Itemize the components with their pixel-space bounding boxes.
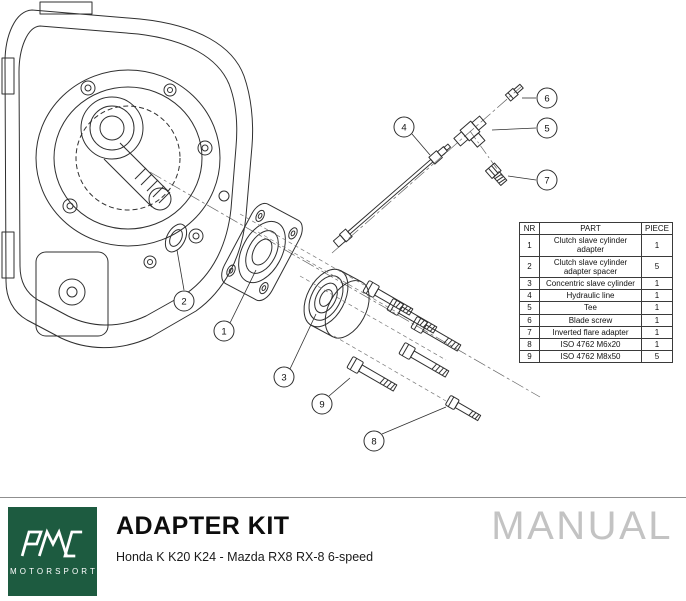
part-nr: 2: [519, 255, 540, 278]
leader-line-4: [411, 133, 431, 156]
part-name: Clutch slave cylinder adapter: [539, 234, 642, 257]
part-nr: 4: [519, 289, 540, 303]
title-block: ADAPTER KIT Honda K K20 K24 - Mazda RX8 …: [116, 512, 373, 564]
parts-table: NR PART PIECE 1 Clutch slave cylinder ad…: [519, 221, 673, 364]
svg-text:5: 5: [544, 124, 549, 135]
tee-fitting-drawing: [453, 115, 487, 148]
svg-text:4: 4: [401, 123, 406, 134]
callout-8: 8: [363, 430, 385, 452]
part-name: Concentric slave cylinder: [539, 276, 642, 291]
table-row: 8 ISO 4762 M6x20 1: [519, 337, 673, 352]
svg-text:8: 8: [371, 437, 376, 448]
leader-line-9: [328, 377, 351, 397]
part-nr: 3: [519, 276, 540, 291]
footer: MOTORSPORT ADAPTER KIT Honda K K20 K24 -…: [0, 497, 686, 601]
table-row: 4 Hydraulic line 1: [519, 289, 673, 303]
table-header-row: NR PART PIECE: [519, 221, 673, 236]
part-qty: 5: [641, 350, 673, 364]
part-name: Hydraulic line: [539, 289, 642, 303]
part-name: ISO 4762 M8x50: [539, 350, 642, 364]
part-nr: 6: [519, 313, 540, 327]
part-nr: 1: [519, 234, 540, 257]
hydraulic-line-drawing: [332, 143, 452, 248]
leader-line-1: [229, 269, 257, 324]
part-qty: 1: [641, 276, 673, 291]
blade-screw-drawing: [504, 83, 524, 102]
assembly-guide-lines: [239, 213, 447, 402]
part-qty: 1: [641, 337, 673, 352]
header-part: PART: [539, 221, 642, 236]
callout-7: 7: [536, 169, 558, 191]
spacer-drawing: [161, 221, 191, 256]
part-name: Inverted flare adapter: [539, 325, 642, 339]
leader-line-8: [381, 406, 447, 435]
manual-label: MANUAL: [491, 504, 673, 548]
part-name: ISO 4762 M6x20: [539, 337, 642, 352]
svg-text:9: 9: [319, 400, 324, 411]
motorsport-label: MOTORSPORT: [9, 567, 99, 576]
part-qty: 1: [641, 313, 673, 327]
center-line-tee-branch: [469, 130, 503, 177]
part-qty: 1: [641, 234, 673, 257]
part-name: Clutch slave cylinder adapter spacer: [539, 255, 642, 278]
svg-text:2: 2: [181, 297, 186, 308]
part-qty: 5: [641, 255, 673, 278]
bolt-m6x20-drawing: [444, 394, 483, 424]
center-line-hydraulic: [331, 85, 523, 254]
adapter-kit-title: ADAPTER KIT: [116, 512, 290, 540]
bolt-m8x50-drawing: [346, 279, 463, 395]
bellhousing-drawing: [1, 1, 254, 349]
table-row: 3 Concentric slave cylinder 1: [519, 276, 673, 291]
kit-subtitle: Honda K K20 K24 - Mazda RX8 RX-8 6-speed: [116, 550, 374, 564]
csc-drawing: [295, 262, 378, 345]
part-name: Tee: [539, 301, 642, 315]
callout-3: 3: [273, 366, 295, 388]
drawing-area: 1 2 3 4 5 6 7 8: [1, 1, 558, 452]
svg-text:6: 6: [544, 94, 549, 105]
table-row: 5 Tee 1: [519, 301, 673, 315]
callout-6: 6: [536, 87, 558, 109]
part-qty: 1: [641, 325, 673, 339]
pmc-monogram-icon: [20, 528, 82, 558]
leader-line-2: [176, 249, 185, 291]
table-row: 1 Clutch slave cylinder adapter 1: [519, 234, 673, 257]
part-nr: 8: [519, 337, 540, 352]
leader-line-5: [491, 127, 537, 131]
svg-text:3: 3: [281, 373, 286, 384]
inverted-flare-adapter-drawing: [484, 162, 508, 186]
callout-4: 4: [393, 116, 415, 138]
callout-2: 2: [173, 290, 195, 312]
part-nr: 9: [519, 350, 540, 364]
leader-line-3: [289, 313, 317, 370]
header-nr: NR: [519, 221, 540, 236]
header-piece: PIECE: [641, 221, 673, 236]
part-qty: 1: [641, 289, 673, 303]
part-nr: 5: [519, 301, 540, 315]
table-row: 2 Clutch slave cylinder adapter spacer 5: [519, 255, 673, 278]
leader-lines: [176, 97, 537, 435]
callout-9: 9: [311, 393, 333, 415]
part-qty: 1: [641, 301, 673, 315]
callout-balloons: 1 2 3 4 5 6 7 8: [173, 87, 558, 452]
part-nr: 7: [519, 325, 540, 339]
callout-5: 5: [536, 117, 558, 139]
leader-line-7: [507, 175, 537, 181]
part-name: Blade screw: [539, 313, 642, 327]
table-row: 7 Inverted flare adapter 1: [519, 325, 673, 339]
svg-text:7: 7: [544, 176, 549, 187]
table-row: 6 Blade screw 1: [519, 313, 673, 327]
callout-1: 1: [213, 320, 235, 342]
brand-logo: MOTORSPORT: [8, 507, 97, 596]
adapter-plate-drawing: [217, 200, 307, 305]
table-row: 9 ISO 4762 M8x50 5: [519, 350, 673, 364]
exploded-view-drawing: 1 2 3 4 5 6 7 8: [1, 1, 558, 452]
svg-text:1: 1: [221, 327, 226, 338]
